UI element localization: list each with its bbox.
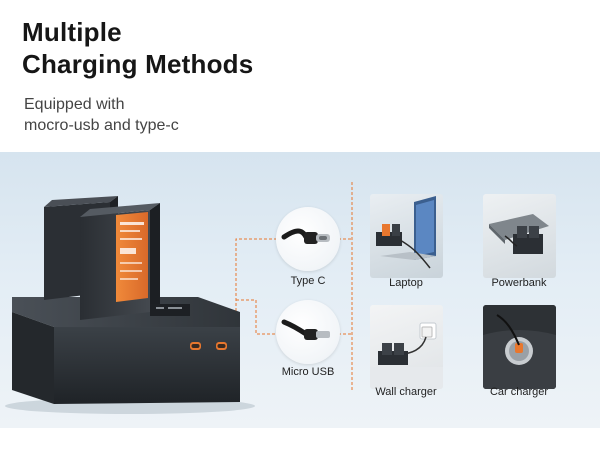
subtitle-line-2: mocro-usb and type-c — [24, 117, 179, 134]
micro-usb-cable-icon — [276, 300, 340, 364]
subtitle: Equipped with mocro-usb and type-c — [24, 94, 179, 136]
powerbank-tile — [483, 194, 556, 278]
wall-charger-label: Wall charger — [375, 386, 437, 398]
headline: Multiple Charging Methods — [22, 16, 253, 80]
powerbank-label: Powerbank — [491, 277, 547, 289]
headline-line-1: Multiple — [22, 17, 122, 47]
subtitle-line-1: Equipped with — [24, 96, 125, 113]
bottom-margin — [0, 428, 600, 450]
laptop-label: Laptop — [389, 277, 423, 289]
connector-lines — [214, 182, 353, 392]
product-panel: Type C Micro USB Laptop Powe — [0, 152, 600, 428]
type-c-label: Type C — [290, 275, 326, 287]
wall-charger-tile — [370, 305, 443, 389]
headline-line-2: Charging Methods — [22, 49, 254, 79]
dual-battery-charger-image — [5, 196, 255, 414]
car-charger-label: Car charger — [489, 386, 549, 398]
usb-c-cable-icon — [276, 207, 340, 271]
laptop-tile — [370, 194, 443, 278]
car-charger-tile — [483, 305, 556, 389]
micro-usb-label: Micro USB — [281, 366, 335, 378]
